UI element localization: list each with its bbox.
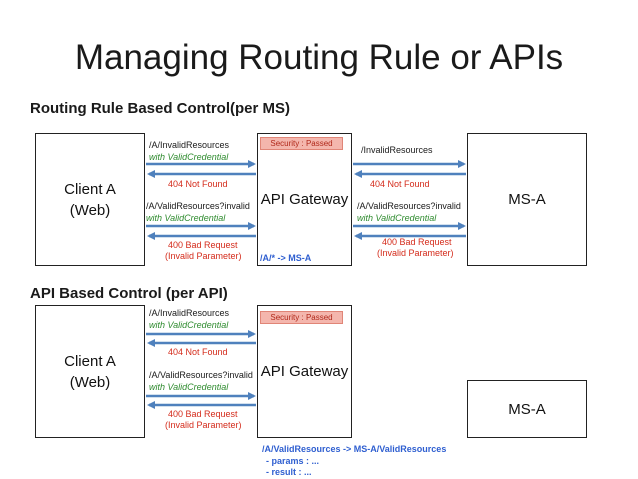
s1-routing-rule: /A/* -> MS-A: [260, 253, 312, 263]
s1-gm-req1-path: /InvalidResources: [361, 145, 433, 155]
s1-cg-req2-path: /A/ValidResources?invalid: [146, 201, 250, 211]
section2-ms-box: MS-A: [467, 380, 587, 438]
section2-heading: API Based Control (per API): [30, 285, 228, 302]
s2-cg-req1-path: /A/InvalidResources: [149, 308, 230, 318]
s2-api-rule-line3: - result : ...: [266, 467, 312, 477]
section1-security-badge: Security : Passed: [260, 137, 343, 150]
s1-cg-req2-cred: with ValidCredential: [146, 213, 226, 223]
section1-ms-label: MS-A: [508, 191, 546, 208]
s1-gm-req2-path: /A/ValidResources?invalid: [357, 201, 461, 211]
section1-client-box: Client A (Web): [35, 133, 145, 266]
section1-gateway-label: API Gateway: [260, 191, 349, 208]
section2-gateway-box: API Gateway: [257, 305, 352, 438]
s1-cg-resp2-line1: 400 Bad Request: [168, 240, 238, 250]
s2-cg-resp2-line1: 400 Bad Request: [168, 409, 238, 419]
s1-gm-resp1: 404 Not Found: [370, 179, 430, 189]
section2-ms-label: MS-A: [508, 400, 546, 418]
s2-cg-resp2-line2: (Invalid Parameter): [165, 420, 242, 430]
s1-cg-resp2-line2: (Invalid Parameter): [165, 251, 242, 261]
s1-cg-req1-cred: with ValidCredential: [149, 152, 229, 162]
s2-cg-req1-cred: with ValidCredential: [149, 320, 229, 330]
section2-gateway-label: API Gateway: [260, 363, 349, 380]
section2-security-badge: Security : Passed: [260, 311, 343, 324]
section1-client-label: Client A (Web): [64, 180, 116, 219]
s1-gm-resp2-line2: (Invalid Parameter): [377, 248, 454, 258]
s1-gm-req2-cred: with ValidCredential: [357, 213, 437, 223]
s2-api-rule-line1: /A/ValidResources -> MS-A/ValidResources: [262, 444, 447, 454]
section1-ms-box: MS-A: [467, 133, 587, 266]
section2-client-box: Client A (Web): [35, 305, 145, 438]
section1-gateway-box: API Gateway: [257, 133, 352, 266]
section2-client-label: Client A (Web): [64, 352, 116, 391]
s2-cg-req2-path: /A/ValidResources?invalid: [149, 370, 253, 380]
s2-cg-req2-cred: with ValidCredential: [149, 382, 229, 392]
section1-heading: Routing Rule Based Control(per MS): [30, 100, 290, 117]
s2-api-rule-line2: - params : ...: [266, 456, 320, 466]
s2-cg-resp1: 404 Not Found: [168, 347, 228, 357]
s1-cg-req1-path: /A/InvalidResources: [149, 140, 230, 150]
s1-cg-resp1: 404 Not Found: [168, 179, 228, 189]
s1-gm-resp2-line1: 400 Bad Request: [382, 237, 452, 247]
slide-title: Managing Routing Rule or APIs: [74, 38, 564, 77]
